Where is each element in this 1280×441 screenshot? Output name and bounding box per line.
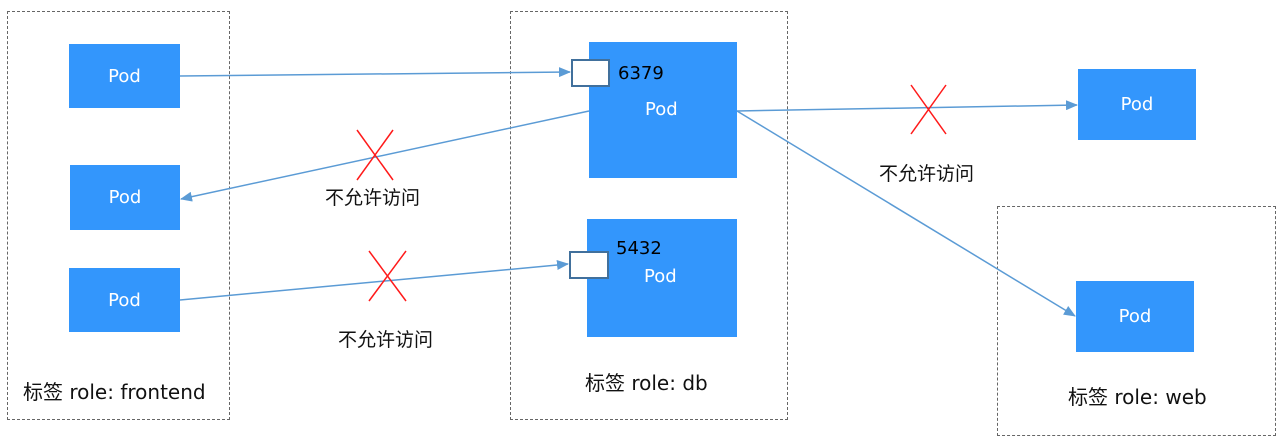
pod-label: Pod (644, 266, 677, 287)
pod-frontend-3[interactable]: Pod (69, 268, 180, 332)
deny-label: 不允许访问 (325, 187, 421, 209)
pod-web[interactable]: Pod (1076, 281, 1194, 352)
deny-mark-icon (356, 129, 394, 181)
deny-mark-icon (368, 250, 407, 302)
pod-db-1[interactable]: Pod (589, 42, 737, 178)
pod-label: Pod (108, 65, 141, 87)
pod-label: Pod (1118, 306, 1152, 327)
pod-label: Pod (645, 99, 678, 120)
group-label-db: 标签 role: db (585, 371, 708, 395)
port-5432-box[interactable] (569, 251, 609, 279)
port-6379-box[interactable] (571, 59, 610, 87)
pod-db-2[interactable]: Pod (587, 219, 737, 337)
deny-mark-icon (910, 84, 947, 135)
group-label-frontend: 标签 role: frontend (23, 380, 206, 404)
deny-label: 不允许访问 (879, 163, 975, 185)
pod-label: Pod (108, 187, 142, 208)
pod-label: Pod (108, 289, 141, 311)
group-label-web: 标签 role: web (1068, 385, 1207, 409)
deny-label: 不允许访问 (338, 329, 434, 351)
group-frontend (7, 11, 230, 420)
pod-external[interactable]: Pod (1078, 69, 1196, 140)
pod-frontend-2[interactable]: Pod (70, 165, 180, 230)
arrow-db1-to-external (736, 100, 1078, 112)
pod-frontend-1[interactable]: Pod (69, 44, 180, 108)
port-6379-label: 6379 (618, 63, 664, 84)
group-web (997, 206, 1276, 436)
pod-label: Pod (1120, 94, 1154, 115)
port-5432-label: 5432 (616, 238, 662, 259)
